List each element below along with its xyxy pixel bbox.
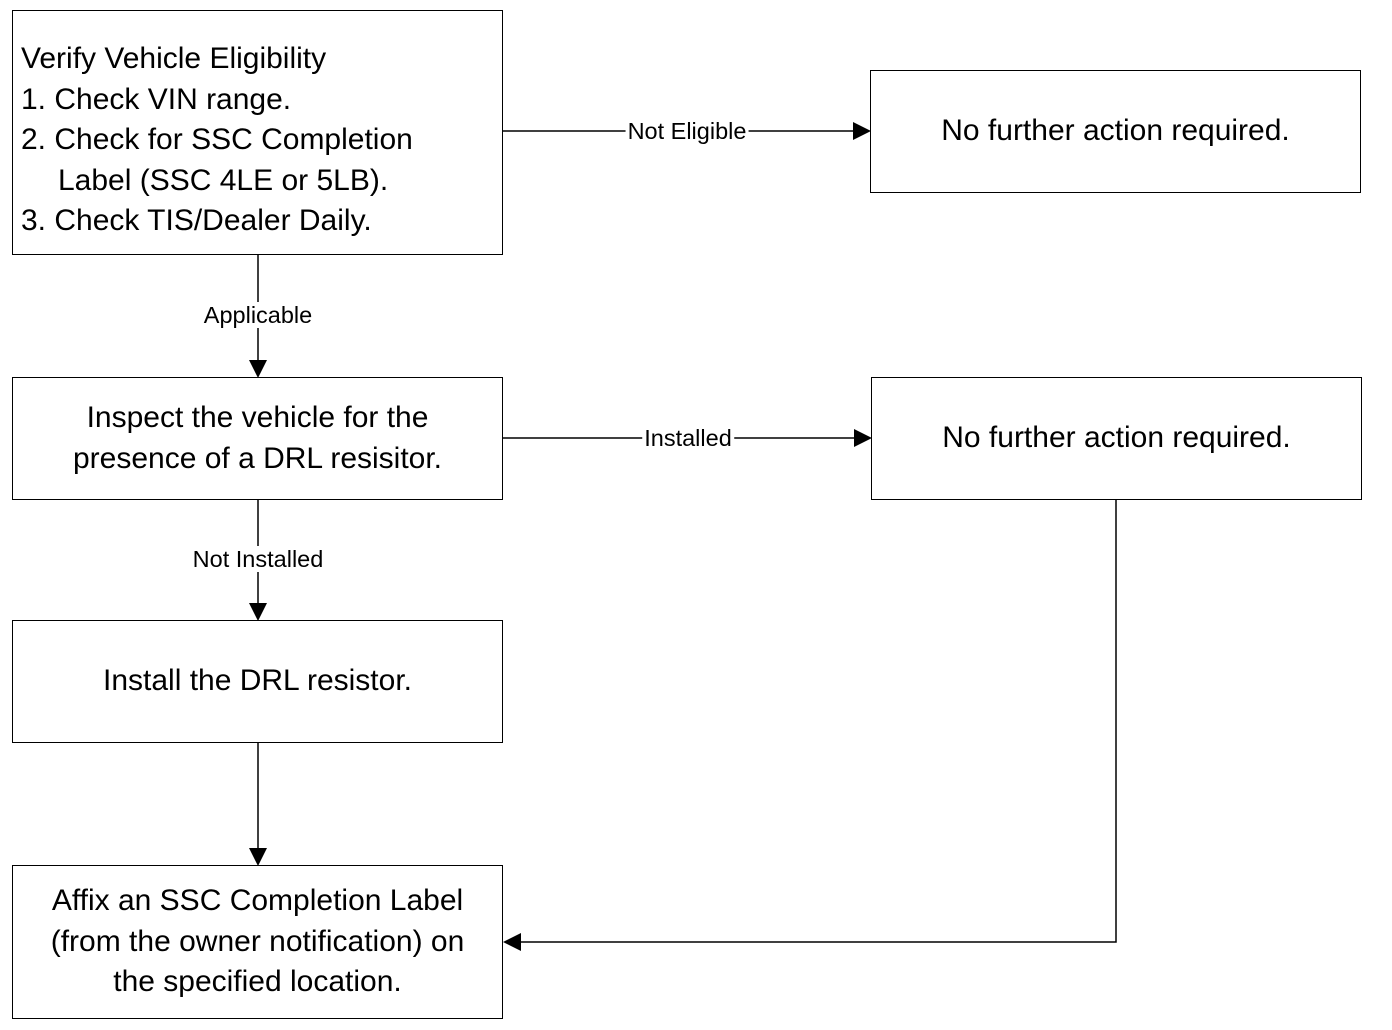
affix-line-3: the specified location. bbox=[113, 965, 402, 999]
arrowhead-not-installed bbox=[249, 603, 267, 621]
arrowhead-not-eligible bbox=[853, 122, 871, 140]
affix-line-1: Affix an SSC Completion Label bbox=[51, 884, 464, 918]
install-text: Install the DRL resistor. bbox=[102, 664, 412, 698]
no-action-text-1: No further action required. bbox=[941, 114, 1290, 148]
verify-step-2-cont: Label (SSC 4LE or 5LB). bbox=[58, 163, 389, 197]
verify-title: Verify Vehicle Eligibility bbox=[21, 42, 327, 75]
install-box: Install the DRL resistor. bbox=[12, 620, 503, 743]
no-action-text-2: No further action required. bbox=[942, 421, 1291, 455]
verify-step-1: 1. Check VIN range. bbox=[21, 82, 292, 116]
arrowhead-no-action-to-affix bbox=[503, 933, 521, 951]
verify-step-2: 2. Check for SSC Completion bbox=[21, 123, 413, 156]
edge-label-applicable: Applicable bbox=[201, 302, 315, 328]
inspect-line-1: Inspect the vehicle for the bbox=[86, 401, 429, 434]
arrowhead-installed bbox=[854, 429, 872, 447]
verify-step-3: 3. Check TIS/Dealer Daily. bbox=[21, 204, 372, 237]
arrowhead-applicable bbox=[249, 360, 267, 378]
edge-label-installed: Installed bbox=[642, 425, 734, 451]
verify-eligibility-box: Verify Vehicle Eligibility 1. Check VIN … bbox=[12, 10, 503, 255]
inspect-box: Inspect the vehicle for the presence of … bbox=[12, 377, 503, 500]
inspect-line-2: presence of a DRL resisitor. bbox=[72, 441, 443, 475]
arrowhead-install-to-affix bbox=[249, 848, 267, 866]
no-action-box-1: No further action required. bbox=[870, 70, 1361, 193]
no-action-box-2: No further action required. bbox=[871, 377, 1362, 500]
edge-label-not-installed: Not Installed bbox=[190, 546, 326, 572]
affix-label-box: Affix an SSC Completion Label (from the … bbox=[12, 865, 503, 1019]
affix-line-2: (from the owner notification) on bbox=[50, 924, 465, 958]
edge-label-not-eligible: Not Eligible bbox=[625, 118, 749, 144]
edge-line-no-action-to-affix bbox=[520, 500, 1117, 943]
